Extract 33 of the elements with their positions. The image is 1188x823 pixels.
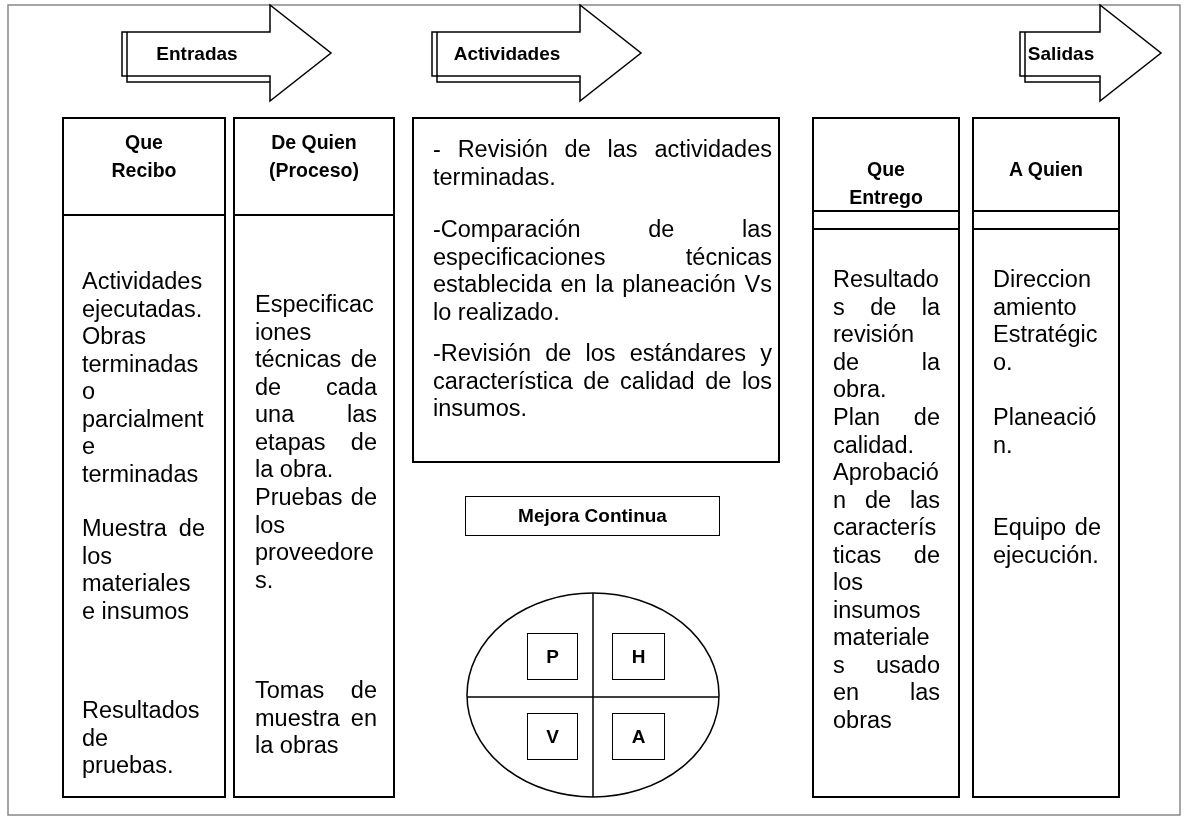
column-text: Obras terminadas o parcialmente terminadas <box>82 323 205 488</box>
activity-box <box>412 117 780 463</box>
cycle-box: A <box>612 713 665 760</box>
column-text: Resultados de pruebas. <box>82 697 201 780</box>
column-heading: Que Recibo <box>110 130 178 183</box>
column-heading: Que Entrego <box>848 157 924 210</box>
table-column <box>62 117 226 798</box>
column-text: Tomas de muestra en la obras <box>255 677 377 760</box>
column-text: Direccionamiento Estratégico. <box>993 266 1099 376</box>
column-text: Actividades ejecutadas. <box>82 268 204 323</box>
arrow-label: Actividades <box>452 42 562 66</box>
cycle-box: H <box>612 633 665 680</box>
column-text: Resultados de la revisión de la obra. <box>833 266 940 404</box>
activity-text: -Comparación de las especificaciones técnicas establecida en la planeación Vs lo realizado. <box>433 216 772 326</box>
column-text: Planeación. <box>993 404 1098 459</box>
column-text: Muestra de los materiales e insumos <box>82 515 205 625</box>
cycle-box: V <box>527 713 578 760</box>
table-column <box>233 117 395 798</box>
cycle-box: P <box>527 633 578 680</box>
activity-text: - Revisión de las actividades terminadas. <box>433 136 772 191</box>
column-text: Plan de calidad. <box>833 404 940 459</box>
title-box: Mejora Continua <box>465 496 720 536</box>
table-column <box>812 117 960 798</box>
column-text: Aprobación de las características de los insumos materiales usado en las obras <box>833 459 940 734</box>
column-heading: De Quien (Proceso) <box>268 130 360 183</box>
column-text: Equipo de ejecución. <box>993 514 1101 569</box>
column-text: Especificaciones técnicas de de cada una las etapas de la obra. <box>255 291 377 484</box>
column-text: Pruebas de los proveedores. <box>255 484 377 594</box>
activity-text: -Revisión de los estándares y característica de calidad de los insumos. <box>433 340 772 423</box>
arrow-label: Entradas <box>155 42 239 66</box>
table-column <box>972 117 1120 798</box>
arrow-label: Salidas <box>1026 42 1096 66</box>
column-heading: A Quien <box>1008 157 1084 182</box>
